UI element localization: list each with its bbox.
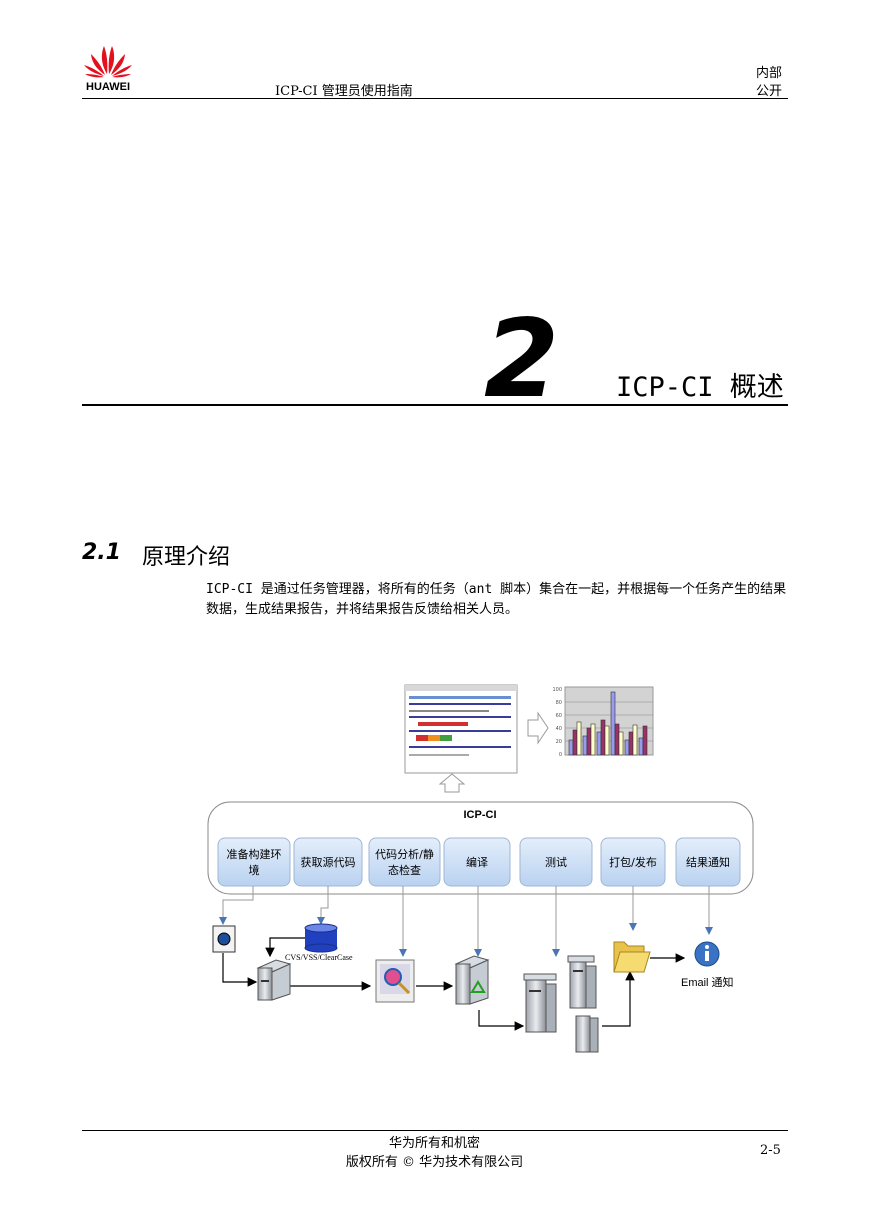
icp-ci-process-diagram: 100 80 60 40 20 0 xyxy=(207,684,754,1053)
process-step: 打包/发布 xyxy=(600,837,666,887)
chapter-number: 2 xyxy=(484,297,559,422)
section-number: 2.1 xyxy=(82,540,121,565)
document-title: ICP-CI 管理员使用指南 xyxy=(275,84,413,99)
process-step-label: 获取源代码 xyxy=(301,855,356,869)
classification-label: 公开 xyxy=(756,84,783,99)
process-step-label: 结果通知 xyxy=(686,855,730,869)
info-icon xyxy=(694,941,720,967)
test-servers-icon xyxy=(523,955,599,1053)
compile-server-icon xyxy=(454,955,490,1005)
footer-divider xyxy=(82,1130,788,1131)
page-number: 2-5 xyxy=(760,1143,781,1158)
process-step-label: 准备构建环 xyxy=(227,847,282,861)
panel-title: ICP-CI xyxy=(464,809,497,821)
folder-icon xyxy=(613,941,651,973)
footer-copyright: 版权所有 © 华为技术有限公司 xyxy=(345,1155,524,1170)
process-step-box xyxy=(443,837,511,887)
report-screenshot-icon xyxy=(404,684,518,774)
footer-confidential: 华为所有和机密 xyxy=(388,1136,480,1151)
repo-label: CVS/VSS/ClearCase xyxy=(285,953,353,962)
section-title: 原理介绍 xyxy=(142,545,231,570)
flow-arrow-icon xyxy=(438,773,466,793)
process-step-label: 态检查 xyxy=(388,863,421,877)
email-label: Email 通知 xyxy=(681,975,734,989)
process-step-box xyxy=(675,837,741,887)
process-step-label: 境 xyxy=(249,863,260,877)
classification-label: 内部 xyxy=(756,66,783,81)
svg-text:80: 80 xyxy=(556,700,562,706)
process-step-label: 打包/发布 xyxy=(609,855,657,869)
process-step: 结果通知 xyxy=(675,837,741,887)
code-analysis-icon xyxy=(375,959,415,1003)
section-paragraph: ICP-CI 是通过任务管理器，将所有的任务（ant 脚本）集合在一起，并根据每… xyxy=(206,582,787,617)
svg-text:0: 0 xyxy=(559,752,562,758)
process-step-box xyxy=(368,837,441,887)
process-step-label: 代码分析/静 xyxy=(375,847,434,861)
process-step: 获取源代码 xyxy=(293,837,363,887)
header-divider xyxy=(82,98,788,99)
chapter-title: ICP-CI 概述 xyxy=(616,372,784,403)
brand-text: HUAWEI xyxy=(86,81,130,92)
process-step: 编译 xyxy=(443,837,511,887)
svg-text:100: 100 xyxy=(552,687,562,693)
process-step-label: 编译 xyxy=(466,855,488,869)
environment-icon xyxy=(212,925,236,953)
huawei-logo: HUAWEI xyxy=(84,46,132,92)
process-step: 测试 xyxy=(519,837,593,887)
result-chart-icon: 100 80 60 40 20 0 xyxy=(552,686,654,758)
flow-arrow-icon xyxy=(527,711,549,745)
process-step-box xyxy=(217,837,291,887)
svg-text:20: 20 xyxy=(556,739,562,745)
chapter-divider xyxy=(82,404,788,406)
svg-text:60: 60 xyxy=(556,713,562,719)
build-server-icon xyxy=(256,959,292,1001)
svg-text:40: 40 xyxy=(556,726,562,732)
database-icon xyxy=(304,923,338,953)
process-step-label: 测试 xyxy=(545,856,567,869)
